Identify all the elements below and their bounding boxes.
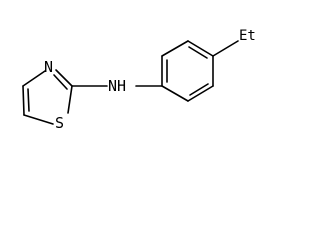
bond-ar2-ar3-double [189,83,209,96]
bond-ar4-ar5 [187,40,214,57]
atom-label-ethyl: Et [239,28,256,44]
bond-s1-c5 [23,114,54,125]
bond-ar2-ar3 [187,85,214,102]
chemical-structure-diagram: N S NH Et [22,28,256,132]
bond-n3-c2 [55,69,73,87]
atom-label-s1: S [55,114,64,132]
bond-ar4-ethyl [212,40,239,57]
thiazole-ring [22,69,73,125]
bond-c4-n3 [22,70,46,87]
bond-ar1-ar2 [161,85,189,102]
atom-label-nh: NH [108,77,126,95]
bond-c5-c4 [22,85,25,116]
bond-n3-c2-double [53,74,68,90]
bond-ar5-ar6 [161,40,189,57]
atom-label-n3: N [44,58,53,76]
bond-ar4-ar5-double [188,46,208,59]
bond-c2-s1 [67,85,73,114]
bond-c5-c4-double [27,88,30,112]
benzene-ring [161,40,214,102]
